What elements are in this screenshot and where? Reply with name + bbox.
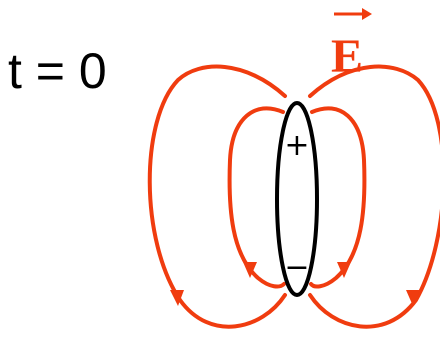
arrowhead-inner-left [243, 262, 257, 278]
time-label: t = 0 [8, 43, 107, 99]
positive-charge: + [284, 128, 309, 163]
arrowhead-inner-right [337, 262, 351, 278]
outer-left-field-line [147, 64, 287, 329]
inner-left-field-line [227, 106, 286, 289]
arrowhead-outer-left [170, 290, 184, 306]
field-label: E [331, 30, 363, 83]
vector-arrow-icon [334, 8, 372, 20]
outer-right-field-line [308, 64, 440, 329]
dipole-antenna [275, 101, 319, 297]
negative-charge: − [284, 250, 309, 285]
inner-right-field-line [309, 106, 367, 289]
arrowhead-outer-right [406, 290, 420, 306]
